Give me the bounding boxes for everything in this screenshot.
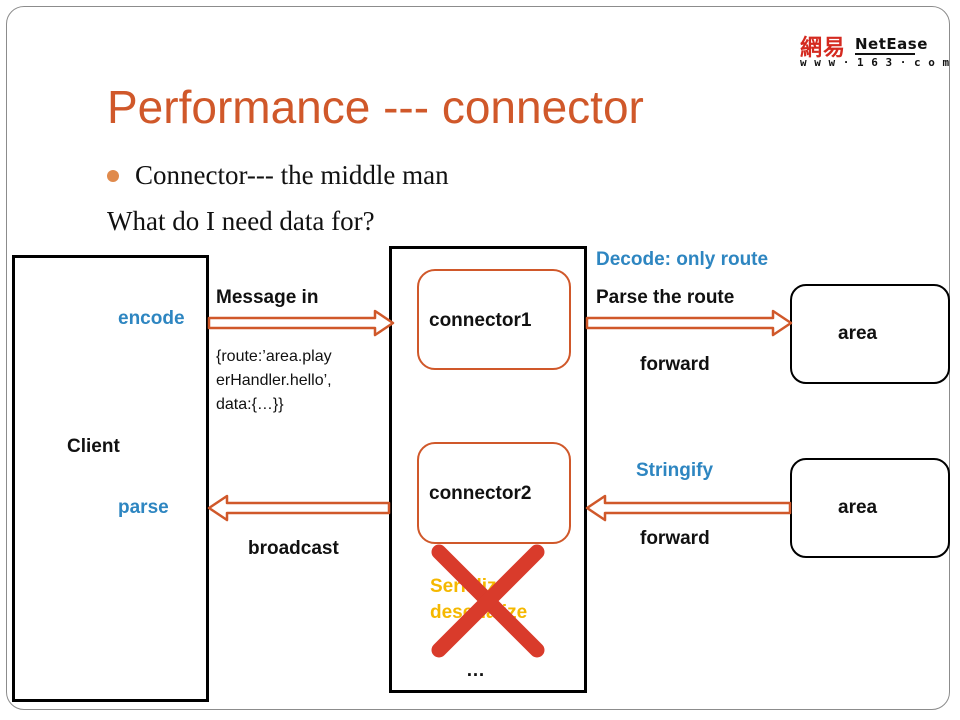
area-box-bottom <box>790 458 950 558</box>
slide-title: Performance --- connector <box>107 81 644 133</box>
encode-label: encode <box>118 308 185 329</box>
netease-logo-chinese: 網易 <box>800 35 847 61</box>
area-bottom-label: area <box>838 497 878 518</box>
forward-bottom-label: forward <box>640 528 710 549</box>
ellipsis-label: … <box>466 660 485 681</box>
bullet-dot-icon <box>107 170 119 182</box>
area-top-label: area <box>838 323 878 344</box>
payload-line: data:{…}} <box>216 396 284 413</box>
bullet-text: Connector--- the middle man <box>135 160 449 190</box>
arrow-forward-bottom <box>585 494 792 522</box>
netease-logo-brand: NetEase <box>855 35 928 53</box>
connector2-label: connector2 <box>429 483 532 504</box>
payload-line: erHandler.hello’, <box>216 372 332 389</box>
connector1-box <box>417 269 571 370</box>
parse-label: parse <box>118 497 169 518</box>
connector1-label: connector1 <box>429 310 532 331</box>
arrow-broadcast <box>207 494 391 522</box>
arrow-message-in <box>207 309 395 337</box>
client-label: Client <box>67 436 120 457</box>
payload-line: {route:’area.play <box>216 348 332 365</box>
stringify-label: Stringify <box>636 460 714 481</box>
message-in-label: Message in <box>216 287 319 308</box>
question-text: What do I need data for? <box>107 206 375 236</box>
arrow-forward-top <box>585 309 793 337</box>
netease-logo-url: w w w · 1 6 3 · c o m <box>800 56 950 69</box>
forward-top-label: forward <box>640 354 710 375</box>
area-box-top <box>790 284 950 384</box>
message-payload: {route:’area.play erHandler.hello’, data… <box>216 345 332 417</box>
connector2-box <box>417 442 571 544</box>
broadcast-label: broadcast <box>248 538 339 559</box>
parse-route-label: Parse the route <box>596 287 735 308</box>
client-box <box>12 255 209 702</box>
decode-label: Decode: only route <box>596 249 769 270</box>
logo-divider <box>855 53 915 55</box>
